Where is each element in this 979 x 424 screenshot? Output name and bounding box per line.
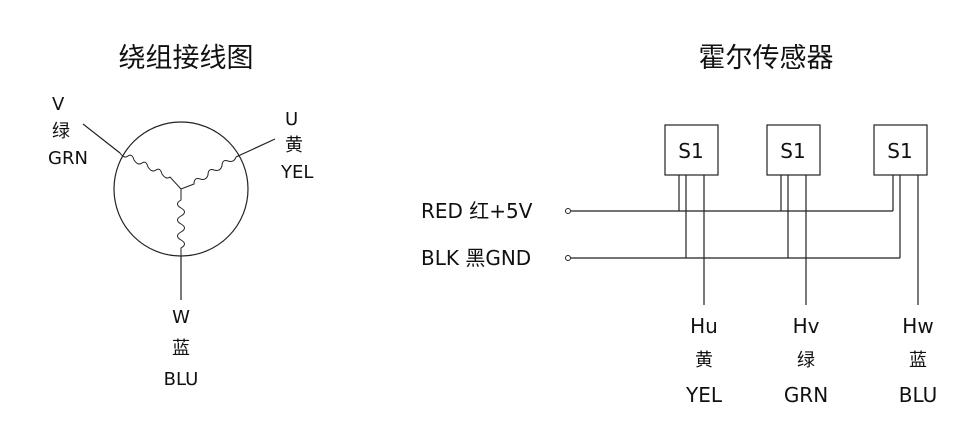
sensor-label-2: S1 xyxy=(780,139,805,163)
output-2-color-en: GRN xyxy=(784,383,828,407)
blk-terminal xyxy=(565,255,571,261)
w-coil xyxy=(177,189,185,256)
v-color-cn: 绿 xyxy=(52,121,70,142)
sensor-box-1 xyxy=(664,124,719,176)
output-3-color-en: BLU xyxy=(899,383,938,407)
v-lead xyxy=(82,123,121,154)
w-letter: W xyxy=(172,307,190,328)
w-color-en: BLU xyxy=(164,369,199,390)
red-supply-label: RED 红+5V xyxy=(421,199,533,223)
u-color-en: YEL xyxy=(280,162,313,183)
sensor-label-1: S1 xyxy=(678,139,703,163)
v-letter: V xyxy=(52,94,65,115)
output-3-name: Hw xyxy=(902,314,933,338)
sensor-label-3: S1 xyxy=(887,139,912,163)
output-2-name: Hv xyxy=(793,314,820,338)
w-color-cn: 蓝 xyxy=(172,338,190,359)
u-color-cn: 黄 xyxy=(285,135,303,156)
output-1-color-en: YEL xyxy=(685,383,723,407)
v-color-en: GRN xyxy=(48,148,88,169)
red-terminal xyxy=(565,208,571,214)
u-coil xyxy=(180,156,237,190)
u-lead xyxy=(235,138,276,158)
sensor-box-2 xyxy=(766,124,821,176)
output-2-color-cn: 绿 xyxy=(797,350,815,371)
v-coil xyxy=(119,152,182,190)
winding-title: 绕组接线图 xyxy=(119,43,254,74)
blk-gnd-label: BLK 黑GND xyxy=(421,246,531,270)
output-3-color-cn: 蓝 xyxy=(909,350,927,371)
hall-title: 霍尔传感器 xyxy=(699,43,834,74)
u-letter: U xyxy=(285,109,298,130)
output-1-name: Hu xyxy=(690,314,718,338)
output-1-color-cn: 黄 xyxy=(695,350,713,371)
